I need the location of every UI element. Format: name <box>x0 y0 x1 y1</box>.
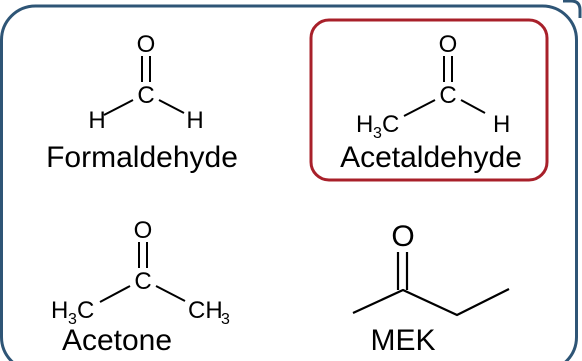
acetaldehyde-methyl-sub: 3 <box>373 125 382 142</box>
acetone-structure: O C H 3 C CH 3 <box>51 217 230 328</box>
formaldehyde-label: Formaldehyde <box>46 141 238 174</box>
acetaldehyde-carbon: C <box>439 82 456 109</box>
formaldehyde-h-right: H <box>186 107 203 134</box>
acetone-methyl-left-sub: 3 <box>68 311 77 328</box>
formaldehyde-h-left: H <box>88 107 105 134</box>
acetone-oxygen: O <box>134 217 153 244</box>
highlight-box <box>309 18 549 182</box>
acetaldehyde-structure: O C H 3 C H <box>356 31 510 142</box>
formaldehyde-oxygen: O <box>137 31 156 58</box>
acetaldehyde-bond-right <box>460 99 486 114</box>
acetone-methyl-right: CH <box>188 297 223 324</box>
panel-tab-corner <box>563 0 582 18</box>
acetaldehyde-oxygen: O <box>439 31 458 58</box>
formaldehyde-carbon: C <box>137 82 154 109</box>
formaldehyde-bond-left <box>103 99 134 116</box>
mek-carbon-skeleton <box>352 288 510 317</box>
mek-structure: O <box>352 220 510 317</box>
acetone-methyl-right-sub: 3 <box>221 311 230 328</box>
acetaldehyde-label: Acetaldehyde <box>340 141 522 174</box>
formaldehyde-structure: O C H H <box>88 31 203 134</box>
acetone-carbon: C <box>134 268 151 295</box>
acetaldehyde-bond-left <box>403 99 436 117</box>
acetone-methyl-left-c: C <box>77 297 94 324</box>
acetone-bond-right <box>155 285 186 302</box>
panel-frame <box>0 4 578 361</box>
acetaldehyde-methyl-c: C <box>382 111 399 138</box>
formaldehyde-bond-right <box>158 99 185 114</box>
acetone-bond-left <box>99 285 131 303</box>
acetone-label: Acetone <box>62 324 172 357</box>
mek-oxygen: O <box>391 220 414 253</box>
acetaldehyde-h-right: H <box>493 111 510 138</box>
acetone-methyl-left-h: H <box>51 297 68 324</box>
acetaldehyde-methyl-h: H <box>356 111 373 138</box>
mek-label: MEK <box>370 324 435 357</box>
